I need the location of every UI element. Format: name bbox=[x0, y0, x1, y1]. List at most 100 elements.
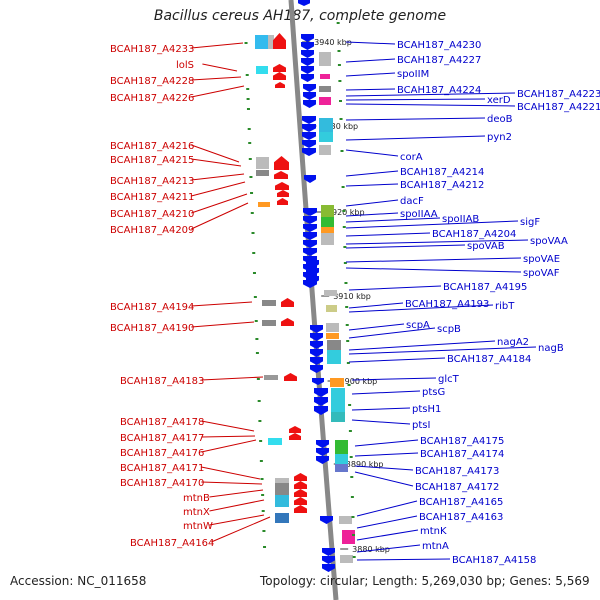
right-gene-label[interactable]: BCAH187_A4173 bbox=[415, 466, 499, 477]
left-gene-label[interactable]: BCAH187_A4164 bbox=[130, 538, 214, 549]
gene-block[interactable] bbox=[275, 478, 289, 483]
right-gene-label[interactable]: BCAH187_A4204 bbox=[432, 229, 516, 240]
right-gene-label[interactable]: spoVAB bbox=[467, 241, 505, 252]
gene-block[interactable] bbox=[268, 35, 274, 49]
right-gene-label[interactable]: BCAH187_A4172 bbox=[415, 482, 499, 493]
forward-gene-arrow[interactable] bbox=[310, 365, 323, 373]
right-gene-label[interactable]: BCAH187_A4212 bbox=[400, 180, 484, 191]
forward-gene-arrow[interactable] bbox=[302, 124, 316, 132]
left-gene-label[interactable]: BCAH187_A4178 bbox=[120, 417, 204, 428]
forward-gene-arrow[interactable] bbox=[302, 140, 316, 148]
left-gene-label[interactable]: BCAH187_A4170 bbox=[120, 478, 204, 489]
forward-gene-arrow[interactable] bbox=[303, 232, 317, 240]
left-gene-label[interactable]: mtnW bbox=[183, 521, 213, 532]
forward-gene-arrow[interactable] bbox=[303, 100, 316, 108]
forward-gene-arrow[interactable] bbox=[303, 240, 317, 248]
forward-gene-arrow[interactable] bbox=[306, 260, 319, 268]
gene-block[interactable] bbox=[319, 118, 333, 132]
gene-block[interactable] bbox=[331, 398, 345, 412]
right-gene-label[interactable]: glcT bbox=[438, 374, 460, 385]
reverse-gene-arrow[interactable] bbox=[273, 72, 286, 80]
reverse-gene-arrow[interactable] bbox=[294, 497, 307, 505]
gene-block[interactable] bbox=[262, 300, 276, 306]
forward-gene-arrow[interactable] bbox=[310, 357, 323, 365]
forward-gene-arrow[interactable] bbox=[301, 34, 314, 42]
reverse-gene-arrow[interactable] bbox=[273, 64, 286, 72]
gene-block[interactable] bbox=[258, 202, 270, 207]
gene-block[interactable] bbox=[327, 340, 341, 350]
right-gene-label[interactable]: BCAH187_A4227 bbox=[397, 55, 481, 66]
gene-block[interactable] bbox=[255, 35, 268, 49]
gene-block[interactable] bbox=[340, 555, 353, 563]
left-gene-label[interactable]: mtnB bbox=[183, 493, 210, 504]
left-gene-label[interactable]: BCAH187_A4210 bbox=[110, 209, 194, 220]
right-gene-label[interactable]: BCAH187_A4158 bbox=[452, 555, 536, 566]
left-gene-label[interactable]: BCAH187_A4216 bbox=[110, 141, 194, 152]
gene-block[interactable] bbox=[342, 530, 355, 544]
forward-gene-arrow[interactable] bbox=[304, 175, 316, 183]
right-gene-label[interactable]: BCAH187_A4163 bbox=[419, 512, 503, 523]
right-gene-label[interactable]: spoIIAA bbox=[400, 209, 438, 220]
right-gene-label[interactable]: mtnA bbox=[422, 541, 449, 552]
right-gene-label[interactable]: ptsH1 bbox=[412, 404, 441, 415]
reverse-gene-arrow[interactable] bbox=[289, 426, 301, 433]
reverse-gene-arrow[interactable] bbox=[294, 481, 307, 489]
reverse-gene-arrow[interactable] bbox=[284, 373, 297, 381]
gene-block[interactable] bbox=[319, 132, 333, 142]
reverse-gene-arrow[interactable] bbox=[277, 198, 288, 205]
forward-gene-arrow[interactable] bbox=[316, 456, 329, 464]
right-gene-label[interactable]: xerD bbox=[487, 95, 511, 106]
reverse-gene-arrow[interactable] bbox=[274, 171, 288, 179]
gene-block[interactable] bbox=[335, 464, 348, 472]
gene-block[interactable] bbox=[331, 388, 345, 398]
forward-gene-arrow[interactable] bbox=[298, 0, 310, 6]
gene-block[interactable] bbox=[326, 323, 339, 332]
gene-block[interactable] bbox=[324, 290, 337, 296]
reverse-gene-arrow[interactable] bbox=[289, 433, 301, 440]
gene-block[interactable] bbox=[339, 516, 352, 524]
forward-gene-arrow[interactable] bbox=[303, 224, 317, 232]
reverse-gene-arrow[interactable] bbox=[294, 505, 307, 513]
gene-block[interactable] bbox=[321, 227, 334, 233]
reverse-gene-arrow[interactable] bbox=[281, 298, 294, 307]
left-gene-label[interactable]: BCAH187_A4213 bbox=[110, 176, 194, 187]
right-gene-label[interactable]: deoB bbox=[487, 114, 513, 125]
forward-gene-arrow[interactable] bbox=[310, 333, 323, 341]
gene-block[interactable] bbox=[320, 74, 330, 79]
right-gene-label[interactable]: ribT bbox=[495, 301, 515, 312]
forward-gene-arrow[interactable] bbox=[303, 216, 317, 224]
left-gene-label[interactable]: BCAH187_A4211 bbox=[110, 192, 194, 203]
gene-block[interactable] bbox=[275, 483, 289, 495]
right-gene-label[interactable]: nagB bbox=[538, 343, 564, 354]
gene-block[interactable] bbox=[327, 350, 341, 364]
forward-gene-arrow[interactable] bbox=[306, 276, 319, 284]
right-gene-label[interactable]: BCAH187_A4174 bbox=[420, 449, 504, 460]
gene-block[interactable] bbox=[321, 217, 334, 227]
reverse-gene-arrow[interactable] bbox=[274, 156, 289, 170]
forward-gene-arrow[interactable] bbox=[301, 74, 314, 82]
left-gene-label[interactable]: BCAH187_A4215 bbox=[110, 155, 194, 166]
forward-gene-arrow[interactable] bbox=[310, 325, 323, 333]
left-gene-label[interactable]: BCAH187_A4194 bbox=[110, 302, 194, 313]
gene-block[interactable] bbox=[262, 320, 276, 326]
gene-block[interactable] bbox=[275, 513, 289, 523]
gene-block[interactable] bbox=[256, 66, 268, 74]
forward-gene-arrow[interactable] bbox=[322, 548, 335, 556]
gene-block[interactable] bbox=[335, 454, 348, 464]
right-gene-label[interactable]: BCAH187_A4223 bbox=[517, 89, 600, 100]
gene-block[interactable] bbox=[326, 305, 337, 312]
right-gene-label[interactable]: BCAH187_A4221 bbox=[517, 102, 600, 113]
gene-block[interactable] bbox=[268, 438, 282, 445]
gene-block[interactable] bbox=[321, 205, 334, 217]
gene-block[interactable] bbox=[330, 378, 344, 387]
right-gene-label[interactable]: ptsG bbox=[422, 387, 445, 398]
forward-gene-arrow[interactable] bbox=[301, 66, 314, 74]
left-gene-label[interactable]: lolS bbox=[176, 60, 194, 71]
forward-gene-arrow[interactable] bbox=[301, 58, 314, 66]
right-gene-label[interactable]: ptsI bbox=[412, 420, 430, 431]
right-gene-label[interactable]: BCAH187_A4184 bbox=[447, 354, 531, 365]
forward-gene-arrow[interactable] bbox=[322, 556, 335, 564]
forward-gene-arrow[interactable] bbox=[312, 378, 324, 385]
forward-gene-arrow[interactable] bbox=[310, 341, 323, 349]
right-gene-label[interactable]: BCAH187_A4165 bbox=[419, 497, 503, 508]
